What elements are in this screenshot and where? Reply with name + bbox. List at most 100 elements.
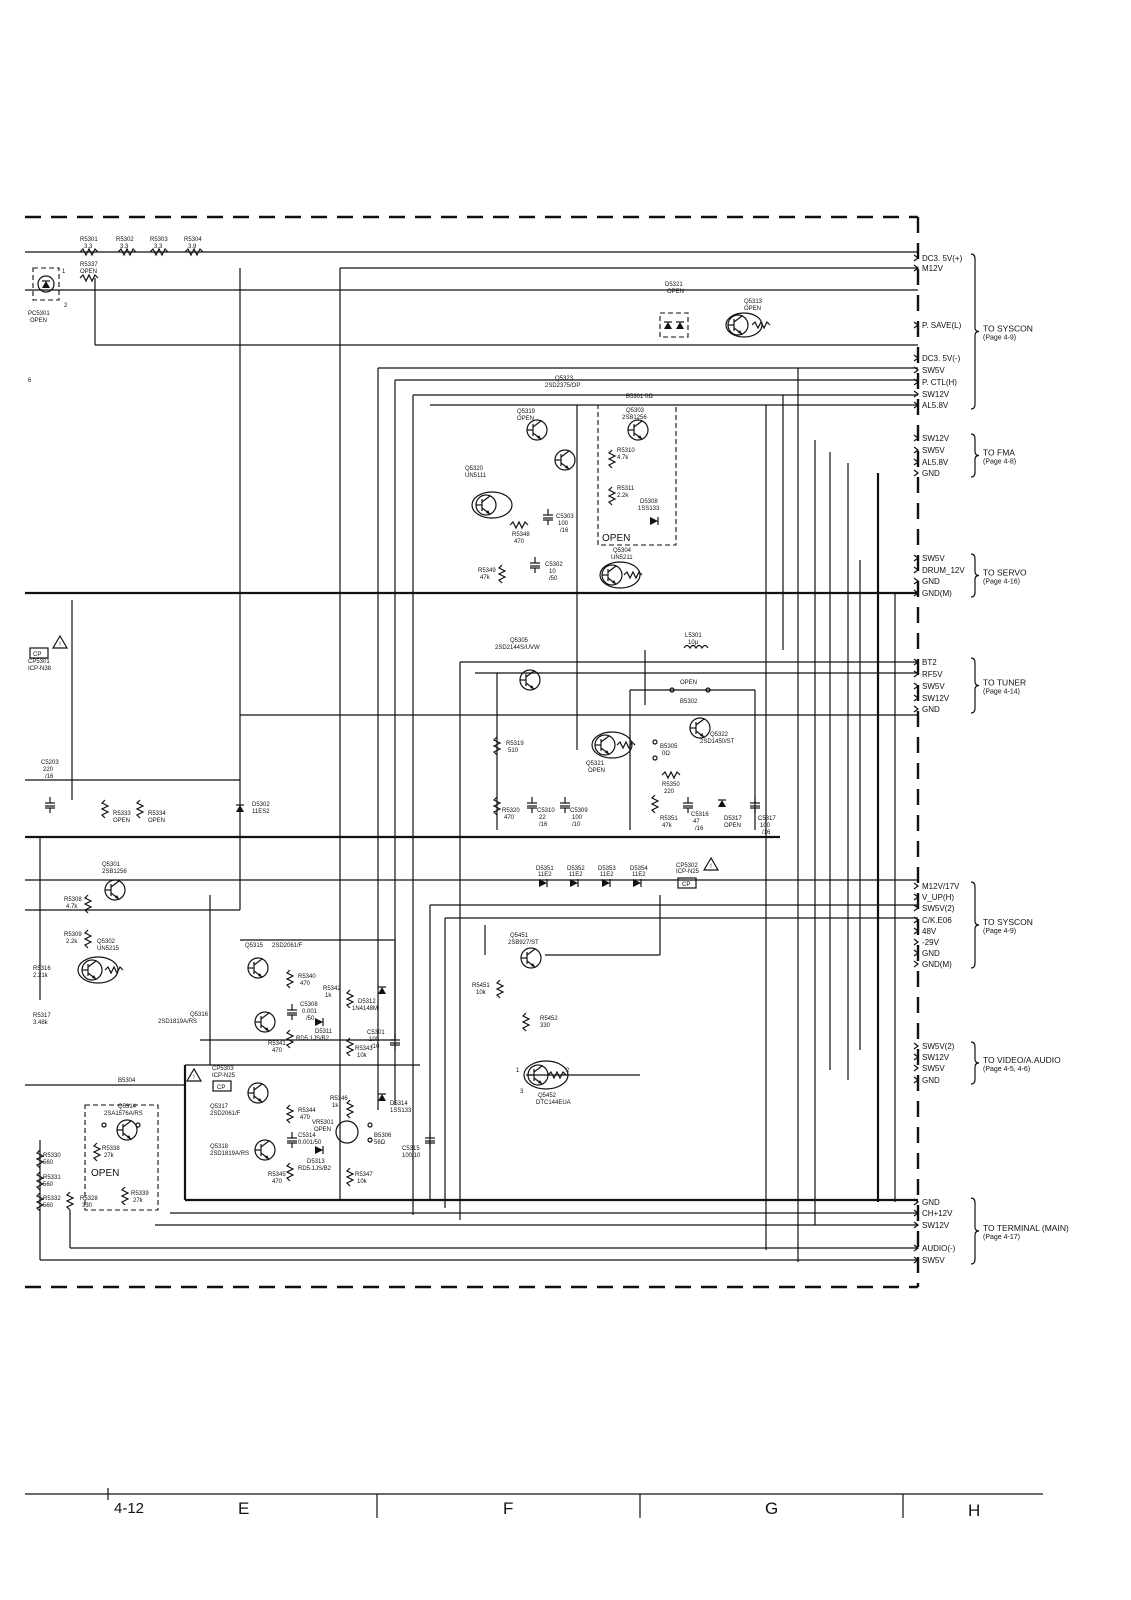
connector-signal-label: V_UP(H)	[922, 893, 954, 902]
svg-text:2.2k: 2.2k	[617, 493, 629, 499]
svg-text:CP: CP	[682, 882, 690, 888]
svg-text:56Ω: 56Ω	[374, 1140, 386, 1146]
svg-text:C5310: C5310	[537, 808, 555, 814]
svg-text:2SD1819A/RS: 2SD1819A/RS	[210, 1151, 249, 1157]
connector-signal-label: CH+12V	[922, 1209, 953, 1218]
connector-pin: AL5.8V	[913, 401, 949, 410]
svg-text:27k: 27k	[104, 1153, 115, 1159]
connector-signal-label: GND(M)	[922, 960, 952, 969]
svg-text:OPEN: OPEN	[744, 306, 761, 312]
connector-signal-label: P. CTL(H)	[922, 378, 957, 387]
svg-text:2SB1256: 2SB1256	[102, 869, 127, 875]
svg-text:/50: /50	[549, 576, 558, 582]
svg-text:VR5301: VR5301	[312, 1120, 334, 1126]
svg-text:OPEN: OPEN	[517, 416, 534, 422]
svg-text:1SS133: 1SS133	[638, 506, 660, 512]
svg-text:Q5320: Q5320	[465, 466, 484, 472]
svg-text:R5351: R5351	[660, 816, 678, 822]
svg-text:10k: 10k	[476, 990, 487, 996]
svg-text:/16: /16	[539, 822, 548, 828]
svg-text:2SD1450/ST: 2SD1450/ST	[700, 739, 735, 745]
destination-page: (Page 4-9)	[983, 335, 1016, 342]
svg-text:C5302: C5302	[545, 562, 563, 568]
destination-page: (Page 4-17)	[983, 1234, 1020, 1241]
svg-text:R5331: R5331	[43, 1175, 61, 1181]
svg-text:Q5317: Q5317	[210, 1104, 229, 1110]
connector-pin: GND	[913, 1076, 940, 1085]
connector-pin: SW12V	[913, 390, 950, 399]
svg-text:11E2: 11E2	[538, 872, 552, 878]
svg-text:R5308: R5308	[64, 897, 82, 903]
svg-text:Q5305: Q5305	[510, 638, 529, 644]
svg-text:B5306: B5306	[374, 1133, 392, 1139]
svg-text:R5344: R5344	[298, 1108, 316, 1114]
connector-pin: SW5V(2)	[913, 1042, 955, 1051]
svg-text:47k: 47k	[480, 575, 491, 581]
svg-text:CP5301: CP5301	[28, 659, 50, 665]
svg-text:1SS133: 1SS133	[390, 1108, 412, 1114]
connector-signal-label: 48V	[922, 927, 937, 936]
connector-signal-label: SW12V	[922, 1221, 950, 1230]
svg-text:D5354: D5354	[630, 866, 648, 872]
connector-signal-label: DRUM_12V	[922, 566, 965, 575]
destination-page: (Page 4-8)	[983, 459, 1016, 466]
destination-title: TO VIDEO/A.AUDIO	[983, 1055, 1061, 1065]
svg-text:330: 330	[82, 1203, 93, 1209]
connector-pin: GND	[913, 949, 940, 958]
connector-signal-label: SW12V	[922, 390, 950, 399]
connector-signal-label: SW5V	[922, 1256, 945, 1265]
connector-signal-label: P. SAVE(L)	[922, 321, 962, 330]
svg-text:R5316: R5316	[33, 966, 51, 972]
svg-text:0.001: 0.001	[302, 1009, 318, 1015]
connector-signal-label: SW12V	[922, 434, 950, 443]
r5302-val: 3.3	[120, 244, 129, 250]
svg-text:OPEN: OPEN	[680, 680, 697, 686]
svg-text:R5343: R5343	[355, 1046, 373, 1052]
svg-text:100: 100	[572, 815, 583, 821]
connector-pin: -29V	[913, 938, 940, 947]
svg-text:C5315: C5315	[402, 1146, 420, 1152]
svg-text:3: 3	[520, 1089, 524, 1095]
destination-title: TO FMA	[983, 448, 1015, 458]
svg-text:CP: CP	[33, 652, 41, 658]
svg-text:UN5111: UN5111	[465, 473, 487, 479]
svg-text:CP: CP	[217, 1085, 225, 1091]
connector-signal-label: SW5V(2)	[922, 1042, 955, 1051]
destination-bracket: TO TERMINAL (MAIN)(Page 4-17)	[970, 1197, 1069, 1265]
connector-pin: GND	[913, 469, 940, 478]
svg-text:R5452: R5452	[540, 1016, 558, 1022]
connector-pin: GND(M)	[913, 589, 952, 598]
svg-text:2: 2	[64, 303, 68, 309]
svg-text:/16: /16	[560, 528, 569, 534]
connector-pin: M12V/17V	[913, 882, 960, 891]
svg-text:0.001/50: 0.001/50	[298, 1140, 322, 1146]
svg-text:470: 470	[300, 981, 311, 987]
connector-pin: SW5V	[913, 682, 945, 691]
svg-text:Q5318: Q5318	[210, 1144, 229, 1150]
svg-text:C5314: C5314	[298, 1133, 316, 1139]
r5302-ref: R5302	[116, 237, 134, 243]
svg-text:470: 470	[504, 815, 515, 821]
destination-bracket: TO TUNER(Page 4-14)	[970, 657, 1026, 714]
svg-text:100: 100	[760, 823, 771, 829]
svg-text:2SD2061/F: 2SD2061/F	[210, 1111, 241, 1117]
svg-text:2SB1256: 2SB1256	[622, 415, 647, 421]
r5304-val: 3.9	[188, 244, 197, 250]
connector-signal-label: SW5V	[922, 1064, 945, 1073]
svg-text:4.7k: 4.7k	[66, 904, 78, 910]
svg-text:!: !	[193, 1075, 195, 1081]
svg-text:510: 510	[508, 748, 519, 754]
svg-text:2SD2061/F: 2SD2061/F	[272, 943, 303, 949]
svg-text:R5320: R5320	[502, 808, 520, 814]
svg-text:47k: 47k	[662, 823, 673, 829]
svg-text:D5313: D5313	[307, 1159, 325, 1165]
connector-signal-label: GND	[922, 705, 940, 714]
components	[29, 248, 771, 1212]
connector-signal-label: DC3. 5V(-)	[922, 354, 961, 363]
svg-text:11E2: 11E2	[600, 872, 614, 878]
svg-text:Q5319: Q5319	[517, 409, 536, 415]
r5304-ref: R5304	[184, 237, 202, 243]
svg-text:11ES2: 11ES2	[252, 809, 270, 815]
svg-text:11E2: 11E2	[569, 872, 583, 878]
svg-text:C5316: C5316	[691, 812, 709, 818]
